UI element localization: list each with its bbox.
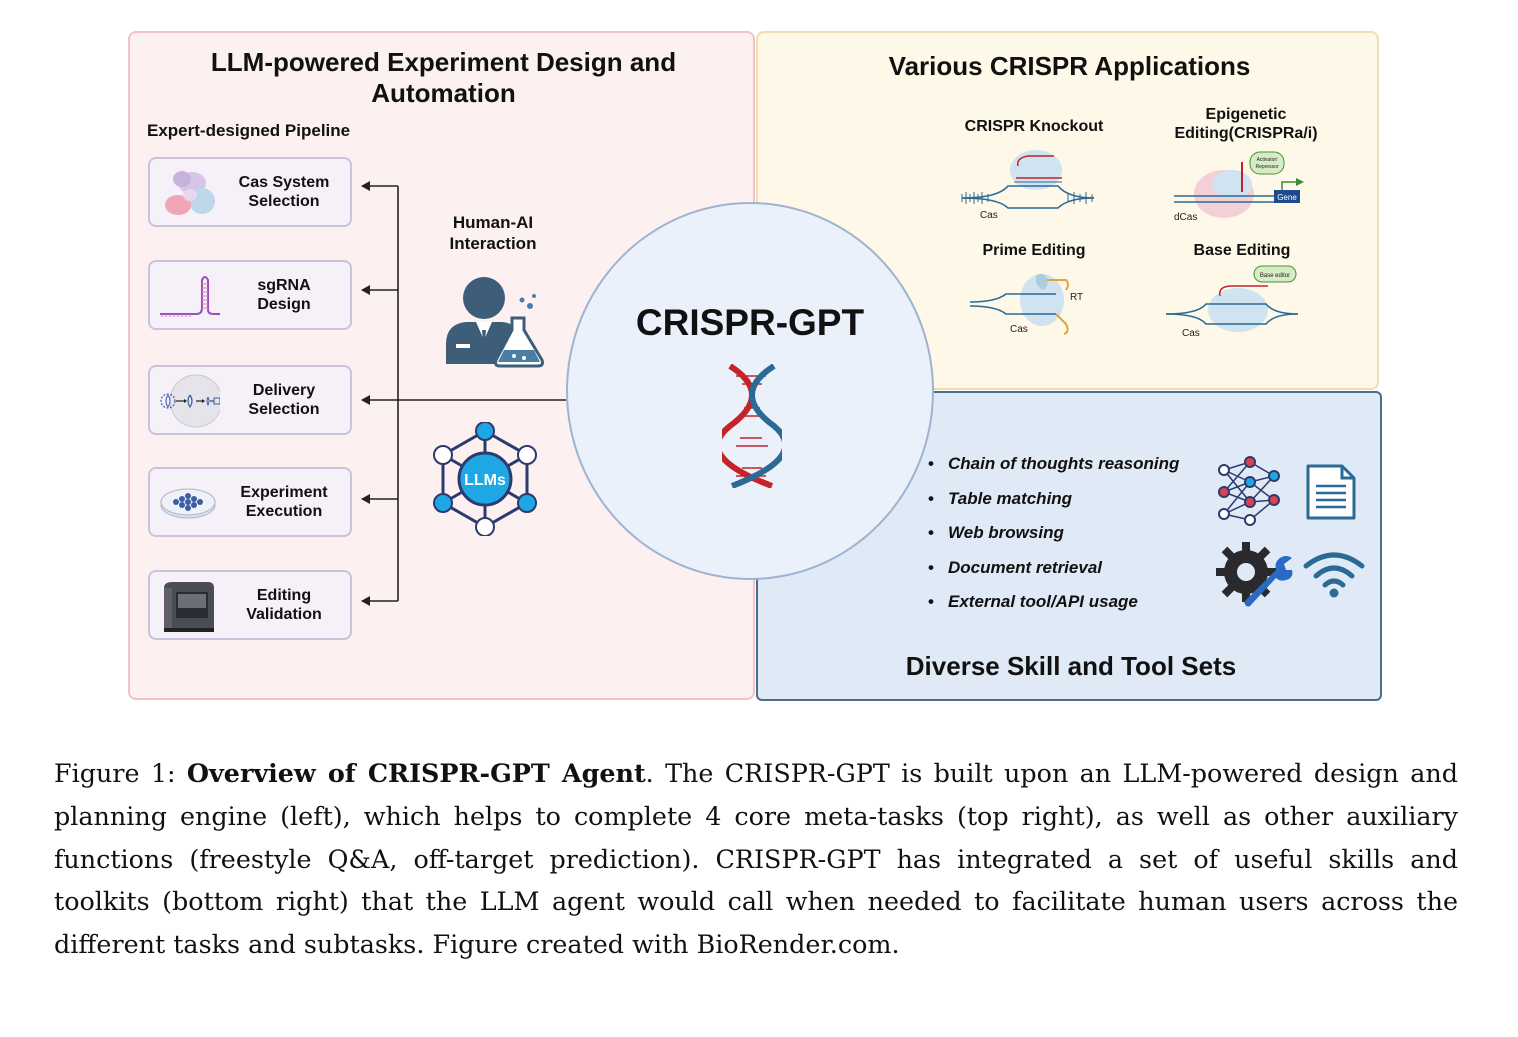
skill-item: Document retrieval [926, 558, 1179, 593]
dna-double-helix-icon [722, 364, 782, 488]
prime-editing-diagram: RT Cas [969, 274, 1083, 335]
llm-node-label: LLMs [464, 472, 506, 489]
svg-text:Repressor: Repressor [1255, 164, 1278, 170]
base-editing-diagram: Base editor Cas [1165, 265, 1299, 339]
gear-wrench-icon [1216, 542, 1293, 607]
svg-text:RT: RT [1070, 292, 1083, 303]
skill-item: Web browsing [926, 523, 1179, 558]
sgrna-hairpin-icon [160, 276, 220, 317]
applications-title: Various CRISPR Applications [888, 51, 1251, 81]
sequencer-machine-icon [164, 582, 214, 632]
human-ai-interaction-label: Human-AI Interaction [449, 213, 537, 253]
wifi-icon [1303, 552, 1365, 598]
skill-item: Table matching [926, 489, 1179, 524]
title-line-2: Automation [371, 78, 516, 108]
neural-network-icon [1218, 456, 1280, 526]
caption-title: Overview of CRISPR-GPT Agent [186, 758, 646, 788]
svg-text:dCas: dCas [1174, 212, 1197, 223]
svg-text:Gene: Gene [1277, 193, 1297, 202]
protein-structure-icon [165, 171, 215, 215]
svg-text:Activator/: Activator/ [1257, 157, 1278, 163]
petri-dish-icon [160, 488, 216, 519]
app-title-base-editing: Base Editing [1193, 242, 1291, 259]
caption-body: . The CRISPR-GPT is built upon an LLM-po… [54, 758, 1458, 960]
document-icon [1306, 464, 1356, 520]
epigenetic-editing-diagram: Activator/ Repressor Gene dCas [1174, 151, 1304, 223]
skills-title: Diverse Skill and Tool Sets [905, 651, 1237, 681]
svg-text:Cas: Cas [1182, 328, 1200, 339]
skill-item: External tool/API usage [926, 592, 1179, 627]
app-title-epigenetic: Epigenetic Editing(CRISPRa/i) [1174, 106, 1318, 142]
caption-prefix: Figure 1: [54, 758, 187, 788]
skill-item: Chain of thoughts reasoning [926, 454, 1179, 489]
app-title-knockout: CRISPR Knockout [964, 118, 1104, 135]
title-line-1: LLM-powered Experiment Design and [210, 47, 677, 77]
skills-list: Chain of thoughts reasoning Table matchi… [926, 454, 1179, 627]
design-automation-title: LLM-powered Experiment Design and Automa… [130, 47, 757, 109]
crispr-knockout-diagram: Cas [961, 150, 1095, 221]
hub-title: CRISPR-GPT [635, 302, 865, 343]
crispr-gpt-hub: CRISPR-GPT [566, 202, 934, 580]
svg-text:Base editor: Base editor [1260, 273, 1290, 279]
pipeline-subtitle: Expert-designed Pipeline [147, 121, 351, 140]
delivery-vector-icon [160, 374, 220, 428]
svg-text:Cas: Cas [1010, 324, 1028, 335]
figure-caption: Figure 1: Overview of CRISPR-GPT Agent. … [54, 752, 1458, 966]
app-title-prime-editing: Prime Editing [982, 242, 1086, 259]
scientist-icon [446, 277, 544, 368]
svg-text:Cas: Cas [980, 210, 998, 221]
llm-network-icon: LLMs [433, 422, 537, 536]
